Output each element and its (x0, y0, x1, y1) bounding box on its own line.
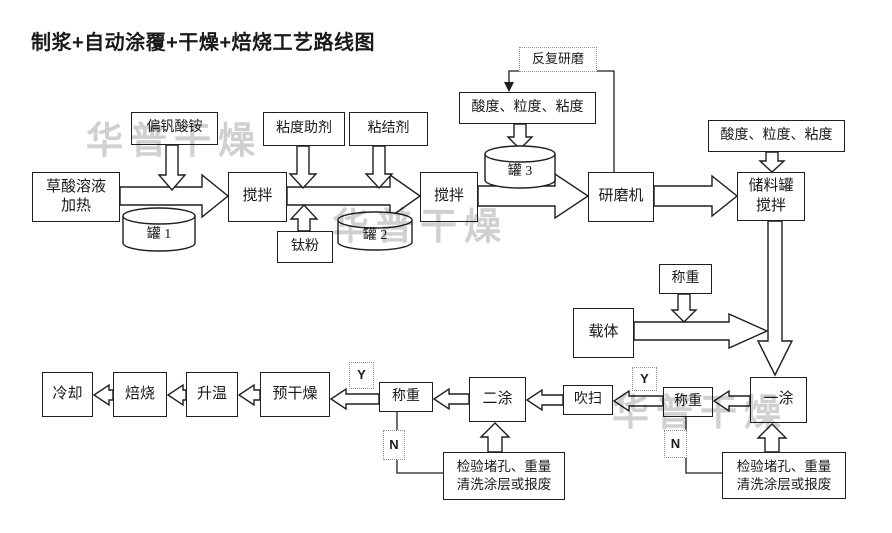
arrow-binder-down (364, 145, 394, 190)
node-heat-up: 升温 (186, 372, 238, 417)
tank-3-label: 罐 3 (507, 164, 533, 179)
node-inspect-coat1: 检验堵孔、重量 清洗涂层或报废 (722, 452, 846, 499)
tank-3-top (484, 145, 556, 163)
arrow-tipowder-up (289, 203, 319, 232)
node-coat-2: 二涂 (469, 377, 526, 422)
node-roast: 焙烧 (113, 372, 167, 417)
node-predry: 预干燥 (260, 372, 330, 417)
node-carrier: 载体 (573, 308, 634, 358)
arrow-coat2-to-weigh (432, 387, 470, 411)
arrow-mill-to-storage (653, 174, 739, 218)
arrow-stir2-to-mill (477, 172, 590, 220)
node-cool: 冷却 (42, 372, 93, 417)
label-n-coat2: N (383, 430, 405, 460)
tank-2-top (337, 211, 413, 229)
tank-3-body (484, 154, 556, 189)
node-purge: 吹扫 (563, 385, 613, 415)
node-weigh-carrier: 称重 (659, 264, 712, 294)
arrow-weightop-down (670, 293, 698, 323)
node-stir-2: 搅拌 (420, 172, 478, 222)
tank-2-label: 罐 2 (362, 228, 388, 243)
tank-1-top (122, 207, 196, 225)
node-inspect-coat2: 检验堵孔、重量 清洗涂层或报废 (443, 452, 565, 500)
node-weigh-coat2: 称重 (379, 382, 433, 412)
node-ammonium-metavanadate: 偏钒酸铵 (131, 112, 218, 145)
arrow-carrier-to-coatline (633, 312, 769, 350)
arrow-purge-to-coat2 (525, 388, 564, 412)
node-mill: 研磨机 (588, 172, 654, 222)
arrow-quality2-to-storage (758, 151, 786, 173)
node-quality-check-2: 酸度、粒度、粘度 (708, 120, 845, 152)
arrowhead-regrind (504, 82, 514, 92)
node-viscosity-aid: 粘度助剂 (263, 112, 345, 146)
page-title: 制浆+自动涂覆+干燥+焙烧工艺路线图 (31, 32, 376, 54)
arrow-viscosity-down (288, 145, 318, 190)
node-titanium-powder: 钛粉 (277, 231, 333, 263)
arrow-roast-to-cool (92, 383, 114, 407)
arrow-inspectleft-to-coat2 (479, 422, 511, 453)
arrow-weigh-to-predry (329, 387, 380, 411)
node-storage-tank-stir: 储料罐 搅拌 (737, 172, 805, 221)
arrow-inspectright-to-coat1 (756, 423, 788, 453)
node-coat-1: 一涂 (750, 377, 807, 423)
arrow-heatup-to-roast (166, 383, 187, 407)
arrow-storage-to-coat1 (756, 220, 794, 377)
node-quality-check-1: 酸度、粒度、粘度 (459, 92, 596, 124)
line-n-right-feedback (685, 417, 722, 474)
label-n-coat1: N (664, 430, 687, 458)
arrow-predry-to-heatup (237, 383, 261, 407)
label-y-coat1: Y (632, 367, 657, 391)
tank-1-body (122, 216, 196, 252)
arrow-coat1-to-weigh (712, 389, 751, 413)
node-binder: 粘结剂 (349, 112, 428, 146)
node-repeat-grinding: 反复研磨 (519, 47, 597, 72)
arrow-weigh-to-purge (612, 389, 664, 413)
arrow-oxalic-to-stir1 (119, 173, 230, 219)
tank-1-label: 罐 1 (146, 227, 172, 242)
label-y-coat2: Y (349, 362, 374, 389)
node-oxalic-heating: 草酸溶液 加热 (32, 172, 120, 222)
arrow-ammonium-down (157, 144, 187, 192)
arrow-quality1-to-tank3 (506, 123, 534, 150)
node-stir-1: 搅拌 (228, 172, 287, 222)
node-weigh-coat1: 称重 (663, 387, 713, 417)
